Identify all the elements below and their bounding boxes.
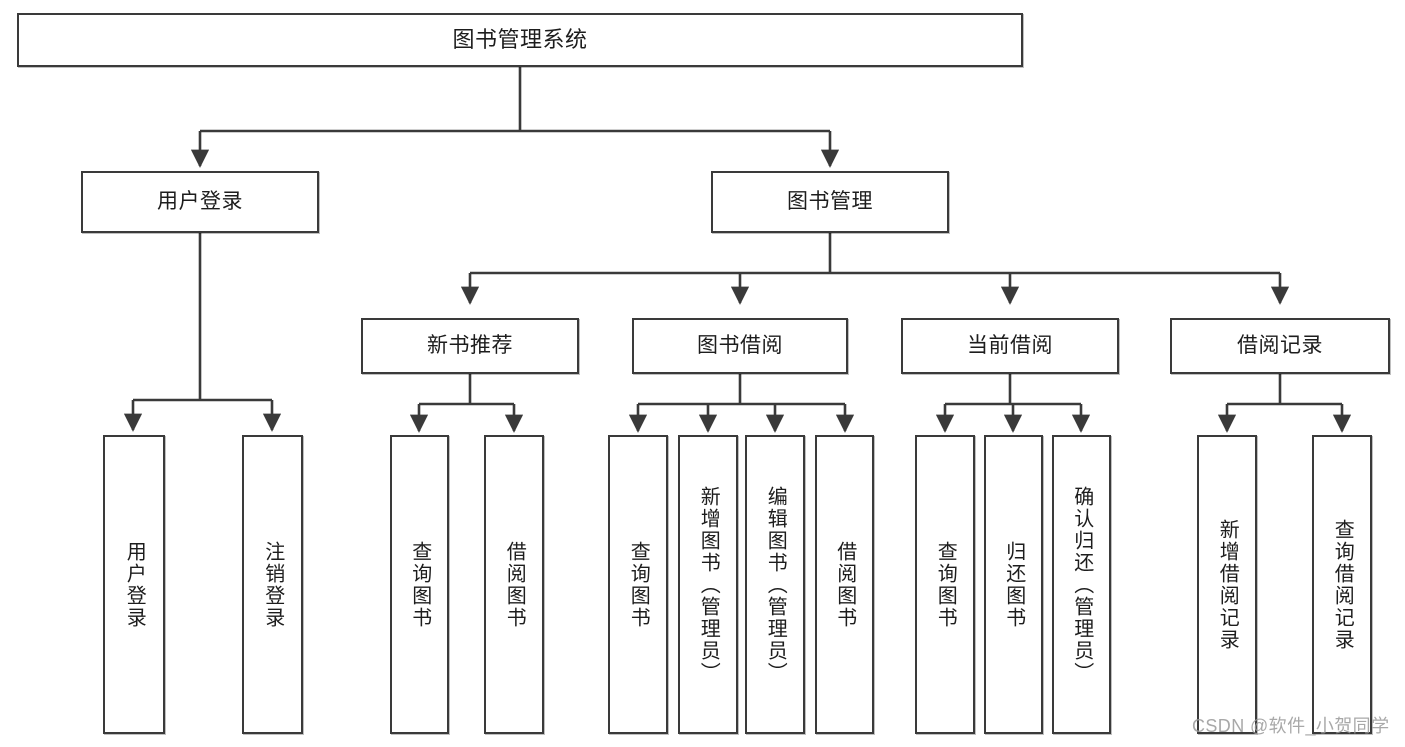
node-leaf-borrow-book-1[interactable]: 借阅图书 xyxy=(484,435,544,734)
edge-group-borrow-record xyxy=(1217,374,1352,433)
node-leaf-return-book-label: 归还图书 xyxy=(1002,540,1025,629)
node-leaf-confirm-return[interactable]: 确认归还（管理员） xyxy=(1052,435,1111,734)
node-root-label: 图书管理系统 xyxy=(452,27,588,53)
node-leaf-borrow-book-2[interactable]: 借阅图书 xyxy=(815,435,874,734)
node-book-manage-label: 图书管理 xyxy=(787,189,873,213)
node-leaf-borrow-book-1-label: 借阅图书 xyxy=(503,540,526,629)
node-current-borrow-label: 当前借阅 xyxy=(967,333,1053,357)
node-new-book-rec[interactable]: 新书推荐 xyxy=(361,318,579,374)
node-user-login[interactable]: 用户登录 xyxy=(81,171,319,233)
node-root[interactable]: 图书管理系统 xyxy=(17,13,1023,67)
node-borrow-record[interactable]: 借阅记录 xyxy=(1170,318,1390,374)
node-leaf-query-book-2-label: 查询图书 xyxy=(627,540,650,629)
node-leaf-edit-book[interactable]: 编辑图书（管理员） xyxy=(745,435,805,734)
node-leaf-query-record-label: 查询借阅记录 xyxy=(1331,518,1354,651)
node-leaf-logout[interactable]: 注销登录 xyxy=(242,435,303,734)
node-leaf-add-record-label: 新增借阅记录 xyxy=(1216,518,1239,651)
node-book-borrow-label: 图书借阅 xyxy=(697,333,783,357)
node-leaf-query-record[interactable]: 查询借阅记录 xyxy=(1312,435,1372,734)
node-leaf-query-book-2[interactable]: 查询图书 xyxy=(608,435,668,734)
edge-group-current-borrow xyxy=(935,374,1091,433)
edge-group-user-login xyxy=(123,233,282,432)
edge-group-root xyxy=(190,67,840,168)
node-leaf-add-record[interactable]: 新增借阅记录 xyxy=(1197,435,1257,734)
node-new-book-rec-label: 新书推荐 xyxy=(427,333,513,357)
node-user-login-label: 用户登录 xyxy=(157,189,243,213)
node-leaf-return-book[interactable]: 归还图书 xyxy=(984,435,1043,734)
node-borrow-record-label: 借阅记录 xyxy=(1237,333,1323,357)
edge-group-book-manage xyxy=(460,233,1290,305)
node-leaf-edit-book-label: 编辑图书（管理员） xyxy=(764,485,787,684)
node-leaf-query-book-3[interactable]: 查询图书 xyxy=(915,435,975,734)
node-leaf-query-book-1[interactable]: 查询图书 xyxy=(390,435,449,734)
node-book-borrow[interactable]: 图书借阅 xyxy=(632,318,848,374)
csdn-watermark: CSDN @软件_小贺同学 xyxy=(1192,716,1390,736)
edge-group-new-book-rec xyxy=(409,374,524,433)
node-leaf-add-book-label: 新增图书（管理员） xyxy=(697,485,720,684)
node-leaf-user-login-label: 用户登录 xyxy=(123,540,146,629)
node-leaf-query-book-3-label: 查询图书 xyxy=(934,540,957,629)
node-leaf-user-login[interactable]: 用户登录 xyxy=(103,435,165,734)
node-leaf-query-book-1-label: 查询图书 xyxy=(408,540,431,629)
node-leaf-confirm-return-label: 确认归还（管理员） xyxy=(1070,485,1093,684)
edge-group-book-borrow xyxy=(628,374,855,433)
node-leaf-logout-label: 注销登录 xyxy=(261,540,284,629)
node-leaf-add-book[interactable]: 新增图书（管理员） xyxy=(678,435,738,734)
node-current-borrow[interactable]: 当前借阅 xyxy=(901,318,1119,374)
node-book-manage[interactable]: 图书管理 xyxy=(711,171,949,233)
node-leaf-borrow-book-2-label: 借阅图书 xyxy=(833,540,856,629)
